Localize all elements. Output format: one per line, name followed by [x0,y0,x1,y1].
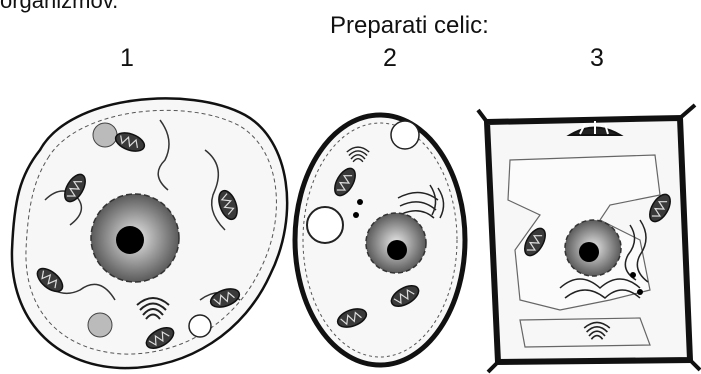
oval-cell [295,115,465,365]
animal-cell [12,98,287,368]
plant-cell [478,105,700,372]
